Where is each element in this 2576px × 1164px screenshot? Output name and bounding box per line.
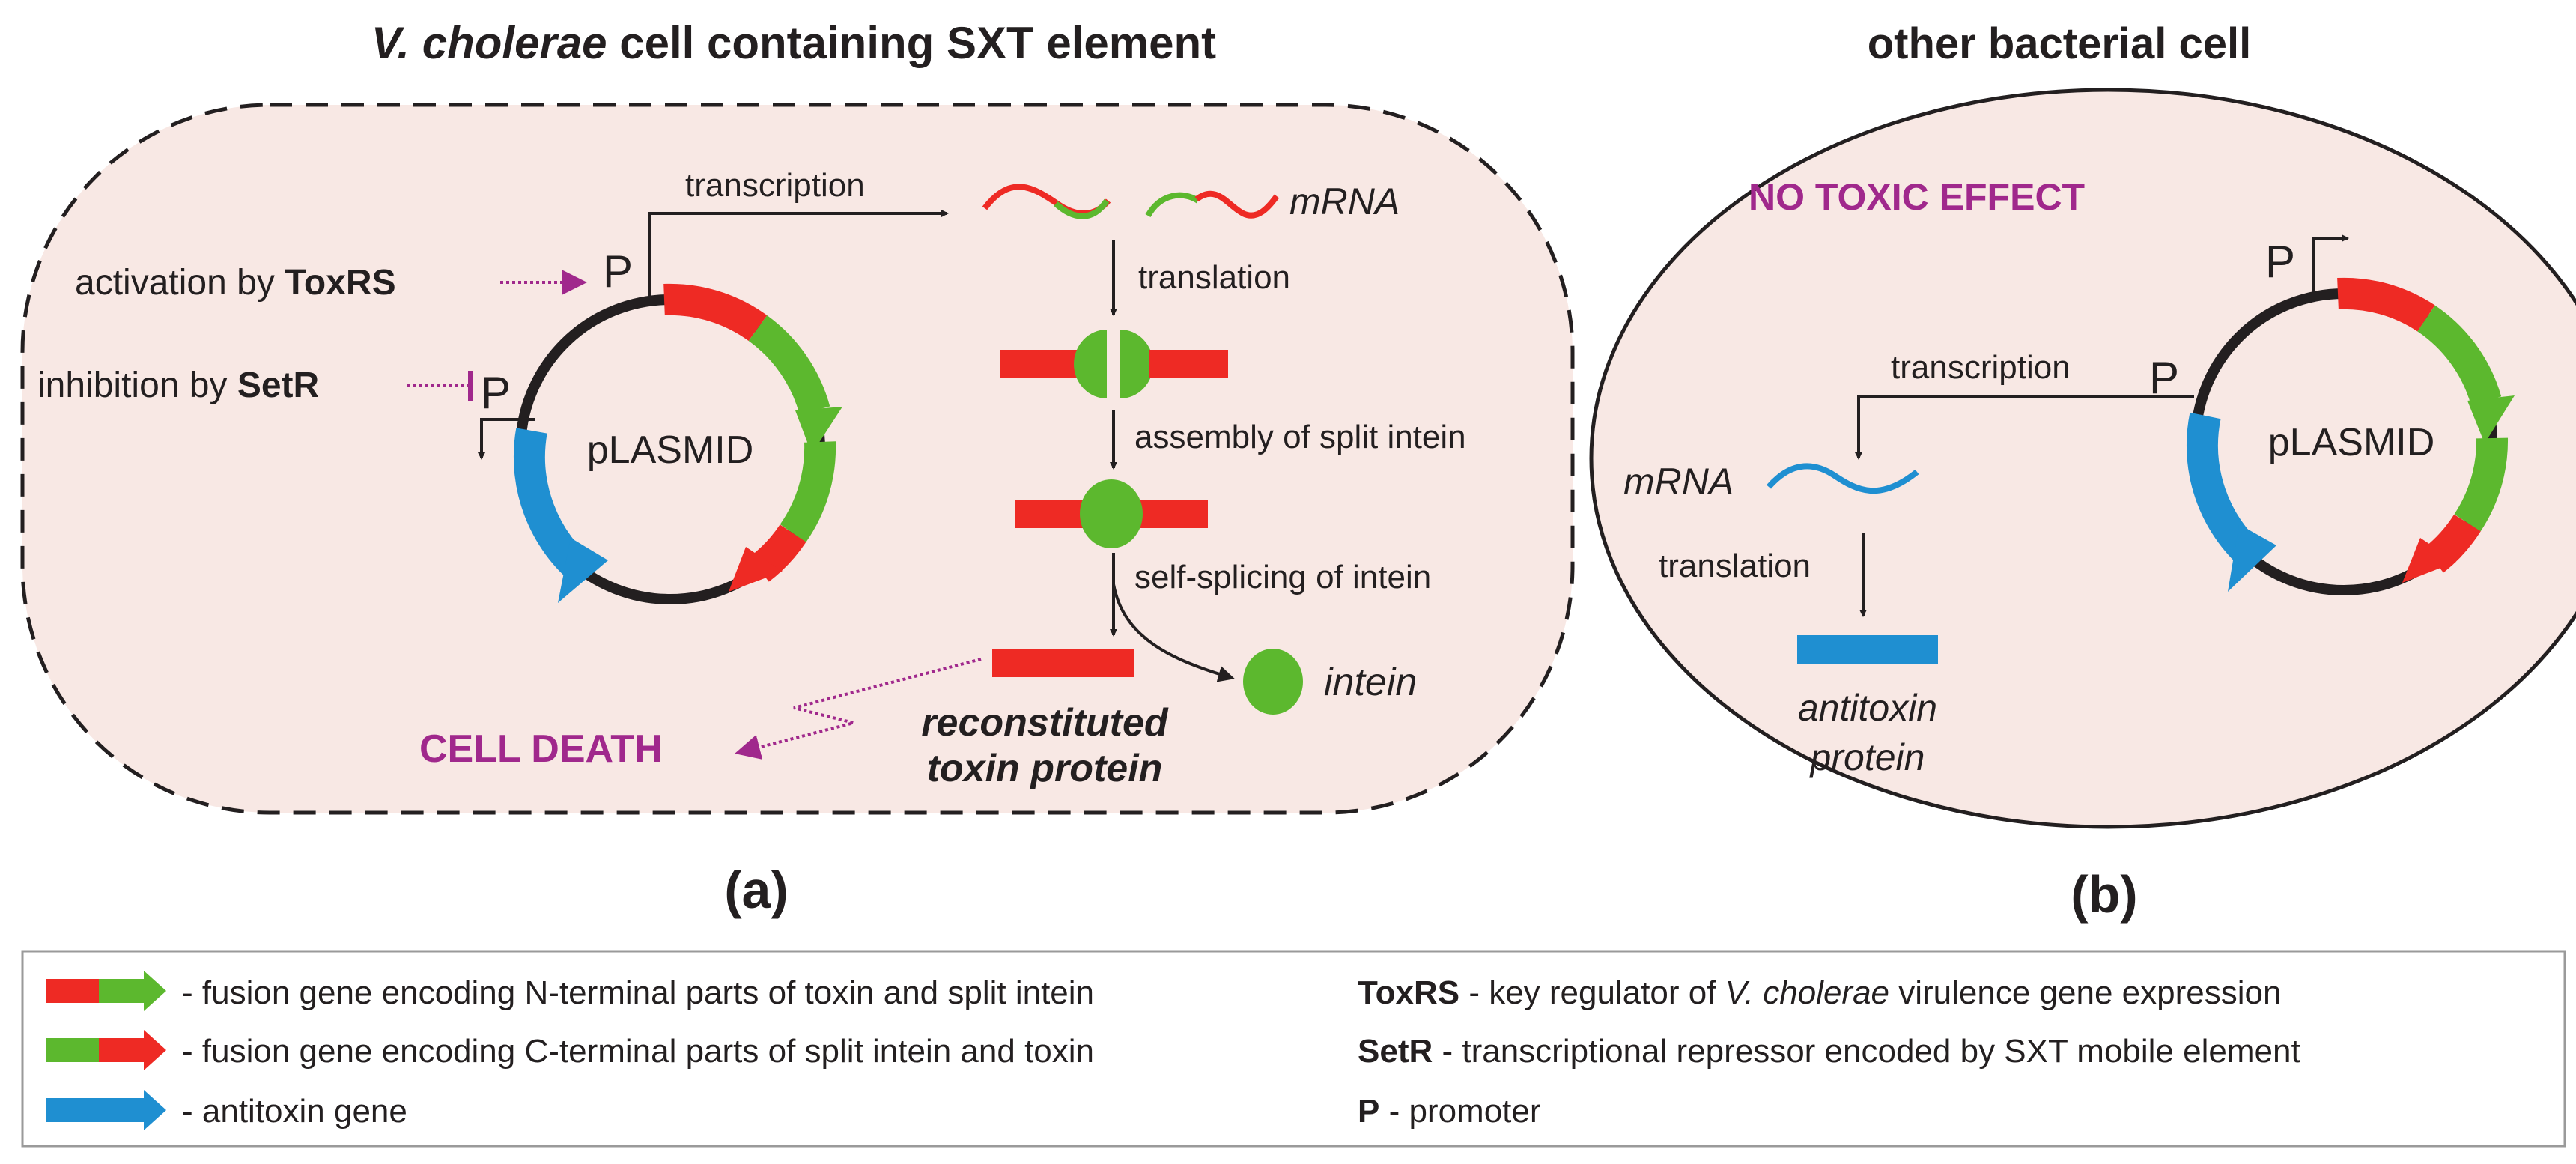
vibrio-cell-outline [20, 103, 1575, 815]
toxin-c-half [1149, 350, 1228, 378]
transcription-arrow-a [648, 210, 949, 303]
mrna-a-red-2 [1194, 190, 1280, 219]
promoter-a-left: P [481, 368, 511, 418]
mrna-a-green-2 [1145, 192, 1200, 218]
translation-label-a: translation [1138, 259, 1290, 296]
antitoxin-label-line2: protein [1809, 736, 1925, 778]
inhibition-label: inhibition by SetR [37, 366, 319, 405]
gene-b2-arrowhead [2402, 538, 2456, 583]
mrna-b-label: mRNA [1623, 461, 1734, 503]
transcription-arrow-b [1855, 395, 2194, 460]
assembled-intein [1080, 479, 1143, 548]
antitoxin-label-line1: antitoxin [1798, 687, 1937, 729]
activation-label: activation by ToxRS [75, 263, 396, 303]
translation-label-b: translation [1659, 548, 1811, 584]
legend-box [21, 950, 2566, 1148]
antitoxin-transcription-arrow-a [478, 418, 535, 460]
panel-a-label: (a) [724, 861, 789, 919]
released-intein [1243, 649, 1303, 715]
legend-setr: SetR - transcriptional repressor encoded… [1358, 1033, 2300, 1070]
legend-swatch-n-fusion [46, 971, 166, 1011]
toxin-label-line2: toxin protein [927, 747, 1163, 790]
legend-promoter: P - promoter [1358, 1093, 1541, 1130]
legend-swatch-antitoxin [46, 1090, 166, 1130]
mrna-a-green-1 [1054, 198, 1110, 219]
panel-b-label: (b) [2071, 865, 2137, 924]
legend-item-3: - antitoxin gene [182, 1093, 407, 1130]
assembly-label: assembly of split intein [1134, 419, 1466, 455]
promoter-b-left: P [2149, 353, 2179, 403]
promoter-a-top: P [603, 246, 633, 297]
legend-item-2: - fusion gene encoding C-terminal parts … [182, 1033, 1094, 1070]
antitoxin-protein [1797, 635, 1938, 664]
panel-a-title: V. cholerae cell containing SXT element [371, 18, 1216, 68]
intein-release-arrow [1112, 583, 1235, 682]
promoter-b-top: P [2265, 237, 2295, 287]
legend-swatch-c-fusion [46, 1030, 166, 1070]
gene-b1-red [2337, 277, 2435, 332]
promoter-b-top-arrow [2312, 234, 2349, 292]
antitoxin-a-arrowhead [558, 538, 608, 603]
cell-death-arrow [735, 658, 982, 760]
cell-death-label: CELL DEATH [419, 727, 663, 771]
gene-a1-red [663, 283, 768, 342]
transcription-label-a: transcription [685, 167, 865, 204]
gene-b1-green [2416, 305, 2502, 406]
toxin-n-half [1000, 350, 1077, 378]
reconstituted-toxin [992, 649, 1134, 677]
gene-a1-arrowhead [795, 407, 842, 454]
legend-item-1: - fusion gene encoding N-terminal parts … [182, 974, 1094, 1011]
plasmid-a-label: pLASMID [587, 428, 754, 472]
mrna-a-label: mRNA [1289, 181, 1400, 222]
intein-label: intein [1324, 661, 1417, 704]
gene-b1-arrowhead [2467, 395, 2515, 443]
no-toxic-effect-label: NO TOXIC EFFECT [1749, 176, 2085, 218]
legend-toxrs: ToxRS - key regulator of V. cholerae vir… [1358, 974, 2281, 1011]
mrna-b [1766, 463, 1919, 494]
intein-n-half [1074, 330, 1107, 398]
transcription-label-b: transcription [1891, 349, 2071, 386]
toxin-label-line1: reconstituted [921, 701, 1169, 745]
gene-a2-arrowhead [729, 547, 783, 592]
panel-b-title: other bacterial cell [1868, 19, 2252, 68]
antitoxin-b-arrowhead [2228, 524, 2276, 592]
intein-c-half [1120, 330, 1153, 398]
gene-b2-green [2454, 437, 2509, 532]
plasmid-b-label: pLASMID [2268, 421, 2435, 464]
gene-a2-green [780, 441, 836, 543]
gene-a1-green [748, 315, 830, 415]
self-splicing-label: self-splicing of intein [1134, 559, 1431, 595]
